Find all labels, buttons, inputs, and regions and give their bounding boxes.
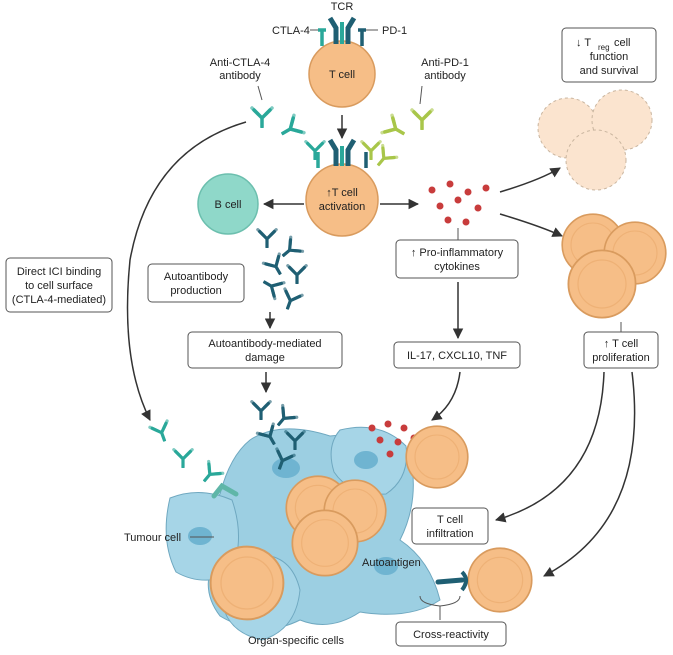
svg-text:Direct ICI binding: Direct ICI binding	[17, 266, 101, 278]
autoantibodies	[256, 228, 308, 314]
svg-text:Anti-CTLA-4: Anti-CTLA-4	[210, 57, 271, 69]
arrow-to-proliferation	[499, 213, 563, 237]
t-cell-proliferation-box: ↑ T cell proliferation	[583, 331, 659, 369]
arrow-to-treg	[499, 167, 561, 193]
tcr-label: TCR	[331, 1, 354, 13]
bound-anti-pd1-icon	[369, 143, 399, 173]
cytokines	[428, 180, 490, 226]
t-cell-infiltration-box: T cell infiltration	[411, 507, 489, 545]
arrow-to-tissue-cytokines	[431, 371, 461, 421]
svg-text:B cell: B cell	[215, 199, 242, 211]
activated-t-cell: ↑T cell activation	[305, 163, 379, 237]
svg-text:IL-17, CXCL10, TNF: IL-17, CXCL10, TNF	[407, 350, 507, 362]
tcr-receptor	[327, 16, 357, 44]
anti-pd1-antibody-icon	[410, 108, 434, 130]
anti-ctla4-antibody-icon	[275, 113, 306, 144]
organ-specific-cells-label: Organ-specific cells	[248, 635, 344, 647]
svg-text:cytokines: cytokines	[434, 261, 480, 273]
anti-ctla4-label: Anti-CTLA-4 antibody	[210, 57, 271, 82]
svg-text:(CTLA-4-mediated): (CTLA-4-mediated)	[12, 294, 106, 306]
svg-text:Anti-PD-1: Anti-PD-1	[421, 57, 469, 69]
direct-ici-binding-box: Direct ICI binding to cell surface (CTLA…	[5, 257, 113, 313]
svg-text:antibody: antibody	[424, 70, 466, 82]
tumour-ctla4-receptor	[211, 482, 239, 499]
il17-box: IL-17, CXCL10, TNF	[393, 341, 521, 369]
svg-text:↑ T cell: ↑ T cell	[604, 338, 638, 350]
svg-text:cell: cell	[614, 37, 631, 49]
b-cell: B cell	[197, 173, 259, 235]
svg-text:↑ Pro-inflammatory: ↑ Pro-inflammatory	[411, 247, 504, 259]
arrow-direct-binding	[126, 121, 247, 421]
top-t-cell: T cell	[308, 40, 376, 108]
svg-text:antibody: antibody	[219, 70, 261, 82]
svg-text:T cell: T cell	[437, 514, 463, 526]
pro-inflammatory-box: ↑ Pro-inflammatory cytokines	[395, 239, 519, 279]
ctla4-label: CTLA-4	[272, 25, 310, 37]
svg-text:Cross-reactivity: Cross-reactivity	[413, 629, 489, 641]
treg-box: ↓ T reg cell function and survival	[561, 27, 657, 83]
svg-text:damage: damage	[245, 352, 285, 364]
activated-receptors	[316, 138, 368, 168]
svg-text:↑T cell: ↑T cell	[326, 187, 358, 199]
tumour-cell-label: Tumour cell	[124, 532, 181, 544]
anti-pd1-antibody-icon	[380, 113, 411, 144]
t-cell-label: T cell	[329, 69, 355, 81]
svg-text:Autoantibody-mediated: Autoantibody-mediated	[208, 338, 321, 350]
anti-ctla4-antibody-icon	[250, 106, 274, 128]
free-anti-ctla4-antibodies	[148, 419, 225, 489]
cross-reactive-t-cell	[435, 547, 533, 613]
bound-anti-ctla4-icon	[304, 140, 326, 160]
arrow-to-infiltration	[494, 371, 605, 523]
proliferating-t-cells	[561, 213, 667, 319]
autoantigen-label: Autoantigen	[362, 557, 421, 569]
pd1-receptor	[358, 28, 366, 46]
treg-cells	[537, 89, 653, 191]
pd1-label: PD-1	[382, 25, 407, 37]
svg-text:reg: reg	[598, 43, 610, 52]
svg-text:infiltration: infiltration	[426, 528, 473, 540]
anti-pd1-label: Anti-PD-1 antibody	[421, 57, 469, 82]
ctla4-receptor	[318, 28, 326, 46]
autoantibody-production-box: Autoantibody production	[147, 263, 245, 303]
svg-text:to cell surface: to cell surface	[25, 280, 93, 292]
svg-text:proliferation: proliferation	[592, 352, 649, 364]
autoantibody-damage-box: Autoantibody-mediated damage	[187, 331, 343, 369]
svg-text:function: function	[590, 51, 629, 63]
arrow-to-cross-reactive-t-cell	[543, 371, 636, 577]
svg-text:Autoantibody: Autoantibody	[164, 271, 229, 283]
svg-text:production: production	[170, 285, 221, 297]
svg-text:and survival: and survival	[580, 65, 639, 77]
cross-reactivity-box: Cross-reactivity	[395, 621, 507, 647]
svg-text:activation: activation	[319, 201, 365, 213]
svg-text:↓ T: ↓ T	[576, 37, 591, 49]
